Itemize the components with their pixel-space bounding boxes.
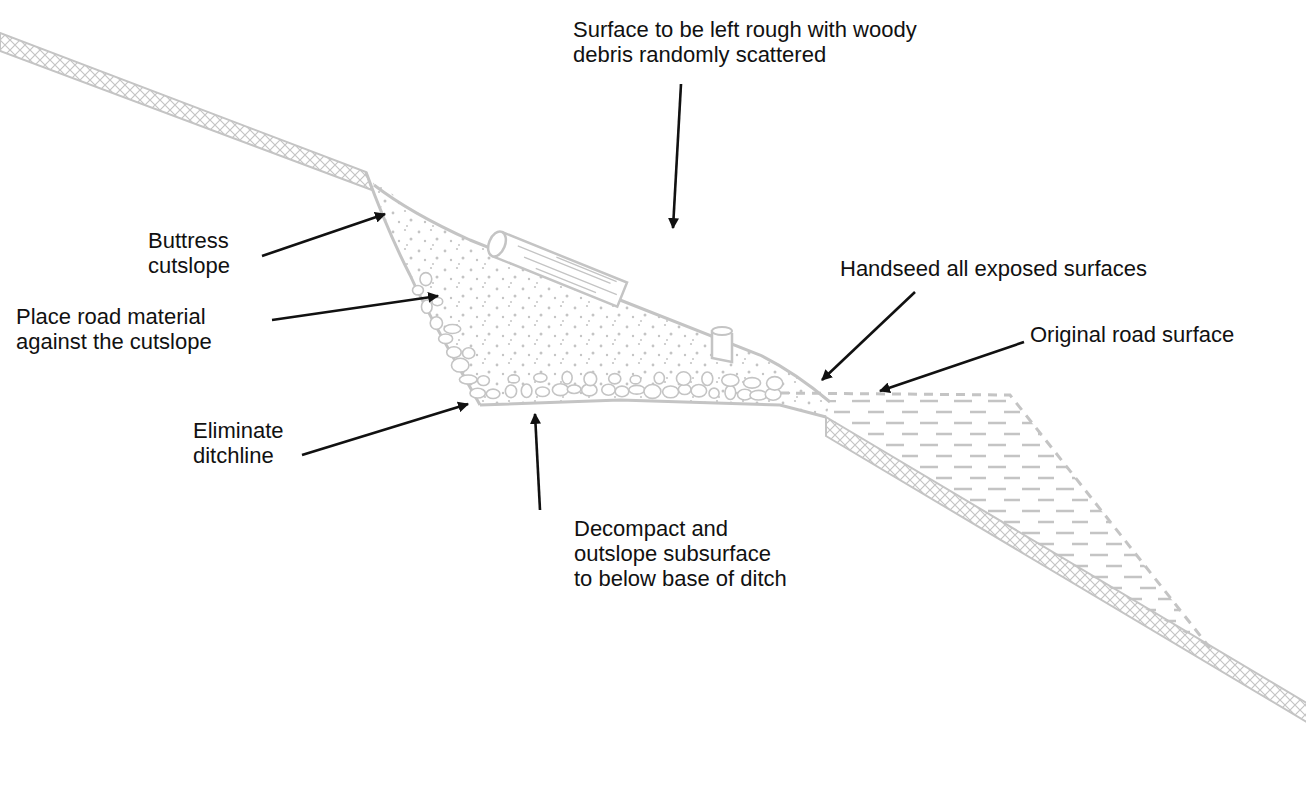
cutslope (366, 172, 480, 405)
rock (767, 377, 783, 390)
hillside-ground (0, 33, 372, 190)
rock (709, 388, 719, 398)
callout-label: Decompact and outslope subsurface to bel… (574, 516, 791, 591)
callout-label: Place road material against the cutslope (16, 304, 248, 354)
rock (534, 373, 547, 382)
callout-label: Eliminate ditchline (193, 418, 305, 468)
original-road-surface (780, 393, 1210, 648)
rock (663, 386, 679, 398)
rock (430, 317, 442, 330)
rock (584, 372, 597, 386)
original-fill (826, 395, 1210, 648)
rock (654, 372, 664, 384)
rock (444, 325, 461, 334)
leader-arrow (262, 214, 385, 256)
callout-label: Surface to be left rough with woody debr… (573, 17, 933, 67)
rock (478, 376, 490, 386)
rock (459, 375, 477, 384)
rock (676, 372, 690, 385)
rock (552, 384, 568, 396)
rock (722, 374, 739, 386)
rock (505, 385, 516, 398)
callout-label: Handseed all exposed surfaces (840, 256, 1220, 281)
rock (508, 375, 519, 383)
rock (567, 385, 581, 394)
rock (421, 300, 432, 313)
rock (432, 298, 443, 306)
rock (420, 273, 432, 286)
rock (439, 334, 453, 343)
rock (602, 384, 616, 395)
callout-label: Original road surface (1030, 322, 1300, 347)
leader-arrow (535, 414, 540, 510)
stump (712, 327, 732, 362)
recontoured-surface (374, 185, 830, 402)
rock (562, 371, 572, 384)
leader-arrow (673, 84, 681, 228)
rock (412, 285, 423, 294)
leader-arrow (272, 296, 438, 320)
rock (691, 384, 706, 396)
decompacted-bed (480, 400, 826, 417)
rock (615, 386, 629, 397)
leader-arrows (262, 84, 1024, 510)
rock (470, 388, 485, 398)
rock (447, 347, 461, 358)
rock (644, 385, 661, 399)
rock (630, 375, 641, 383)
leader-arrow (880, 342, 1024, 391)
callout-label: Buttress cutslope (148, 228, 260, 278)
leader-arrow (302, 404, 468, 455)
woody-debris-log (485, 229, 627, 307)
rock (609, 374, 621, 384)
rock (486, 389, 500, 398)
rock (521, 384, 532, 398)
rock (725, 386, 736, 400)
rock (451, 358, 469, 372)
recontoured-fill (372, 180, 830, 417)
rock (536, 387, 550, 396)
rock (750, 390, 767, 400)
rock (702, 372, 713, 385)
rock (463, 348, 475, 359)
rock (629, 385, 645, 394)
rock (743, 378, 760, 388)
leader-arrow (822, 292, 915, 380)
hillside-ground (826, 417, 1306, 724)
